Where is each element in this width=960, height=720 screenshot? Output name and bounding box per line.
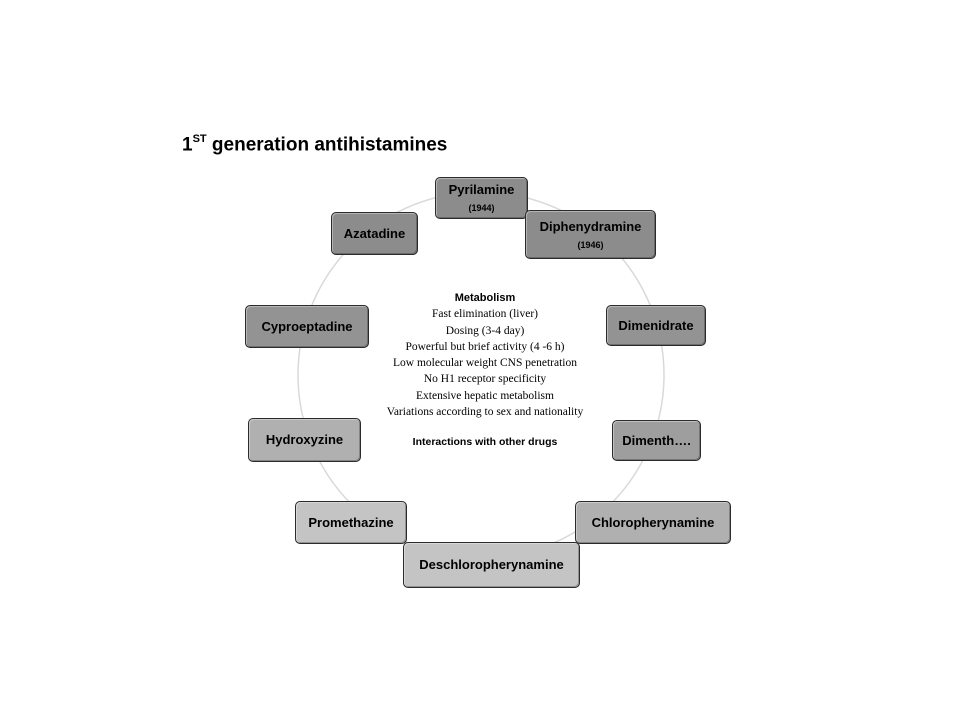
- node-label: Chloropherynamine: [591, 514, 715, 530]
- center-heading: Metabolism: [454, 292, 516, 304]
- node-pyrilamine: Pyrilamine (1944): [435, 177, 528, 219]
- node-dimenth: Dimenth….: [612, 420, 701, 461]
- node-year: (1946): [577, 239, 604, 250]
- node-label: Azatadine: [343, 225, 406, 241]
- node-label: Promethazine: [308, 514, 394, 530]
- node-hydroxyzine: Hydroxyzine: [248, 418, 361, 462]
- center-line: Dosing (3-4 day): [445, 324, 525, 337]
- center-line: Fast elimination (liver): [431, 308, 539, 321]
- center-line: No H1 receptor specificity: [423, 373, 547, 386]
- node-azatadine: Azatadine: [331, 212, 418, 255]
- center-line: Variations according to sex and national…: [386, 406, 584, 419]
- center-line: Extensive hepatic metabolism: [416, 389, 554, 402]
- node-cyproeptadine: Cyproeptadine: [245, 305, 369, 348]
- node-label: Diphenydramine: [539, 218, 642, 234]
- center-line: Low molecular weight CNS penetration: [393, 357, 577, 370]
- node-deschloropherynamine: Deschloropherynamine: [403, 542, 580, 588]
- node-label: Deschloropherynamine: [419, 557, 564, 572]
- slide-title: 1ST generation antihistamines: [182, 133, 448, 156]
- title-superscript: ST: [192, 133, 207, 145]
- center-line: Powerful but brief activity (4 -6 h): [405, 340, 565, 353]
- center-text: Metabolism Fast elimination (liver) Dosi…: [340, 290, 630, 451]
- node-dimenidrate: Dimenidrate: [606, 305, 706, 346]
- node-promethazine: Promethazine: [295, 501, 407, 544]
- node-year: (1944): [468, 203, 495, 213]
- node-label: Dimenth….: [622, 432, 691, 448]
- center-footer: Interactions with other drugs: [412, 436, 558, 449]
- title-text: generation antihistamines: [206, 134, 448, 156]
- node-label: Dimenidrate: [618, 317, 694, 333]
- node-chloropherynamine: Chloropherynamine: [575, 501, 731, 544]
- node-diphenydramine: Diphenydramine (1946): [525, 210, 656, 259]
- node-label: Cyproeptadine: [261, 318, 353, 334]
- node-label: Pyrilamine: [448, 182, 515, 197]
- node-label: Hydroxyzine: [265, 432, 344, 447]
- title-number: 1: [182, 134, 193, 156]
